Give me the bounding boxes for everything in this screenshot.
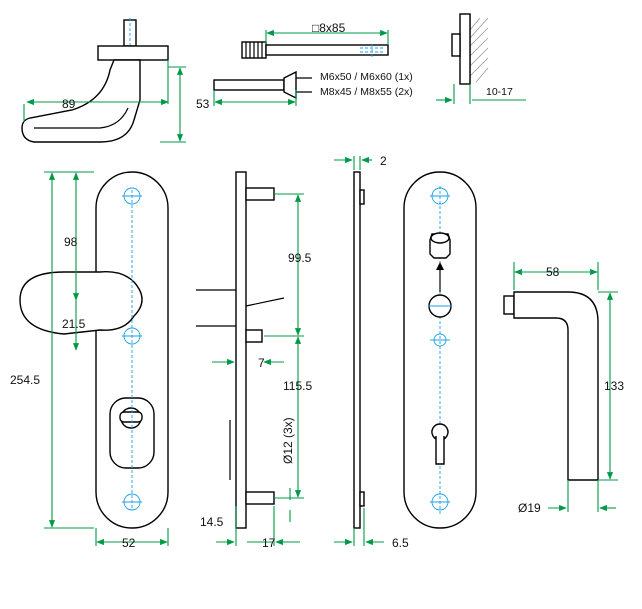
dim-58 [513, 262, 599, 290]
label-133: 133 [604, 379, 624, 393]
label-115-5: 115.5 [283, 379, 312, 393]
label-10-17: 10-17 [486, 86, 513, 98]
door-section [451, 13, 489, 85]
countersunk-screw [213, 70, 312, 100]
dim-53 [160, 66, 186, 143]
label-screw-spec-1: M6x50 / M6x60 (1x) [320, 71, 413, 83]
label-99-5: 99.5 [288, 251, 312, 265]
dim-side-115-5 [274, 336, 304, 499]
side-view-plate [196, 171, 285, 529]
label-52: 52 [122, 536, 136, 550]
label-19: Ø19 [518, 501, 541, 515]
lever-top-view [21, 18, 169, 143]
dim-screw-length [213, 90, 297, 106]
dim-254-5 [44, 171, 94, 529]
label-7: 7 [258, 356, 265, 370]
label-17: 17 [262, 536, 276, 550]
dim-2 [334, 156, 372, 170]
label-6-5: 6.5 [392, 536, 409, 550]
lever-side [503, 291, 599, 481]
label-89: 89 [62, 97, 76, 111]
label-2: 2 [380, 154, 387, 168]
label-8x85: □8x85 [312, 21, 346, 35]
dim-133 [598, 291, 618, 481]
back-plate-side [353, 171, 365, 529]
square-spindle [241, 41, 389, 59]
back-plate-front [403, 171, 477, 529]
dim-6-5 [334, 508, 384, 546]
dim-8x85 [265, 29, 389, 44]
dim-side-99-5 [264, 193, 304, 337]
plate1-holes [122, 187, 142, 511]
label-58: 58 [546, 265, 560, 279]
label-21-5: 21.5 [62, 317, 86, 331]
dim-19 [548, 480, 616, 512]
label-12: Ø12 (3x) [281, 417, 295, 464]
dim-52 [95, 528, 169, 546]
label-53: 53 [196, 97, 210, 111]
label-screw-spec-2: M8x45 / M8x55 (2x) [320, 86, 413, 98]
front-plate-knob [19, 171, 169, 529]
label-14-5: 14.5 [200, 515, 224, 529]
label-98: 98 [64, 235, 78, 249]
dim-10-17 [436, 84, 526, 104]
dim-side-14-5 [216, 506, 275, 546]
label-254-5: 254.5 [10, 373, 40, 387]
